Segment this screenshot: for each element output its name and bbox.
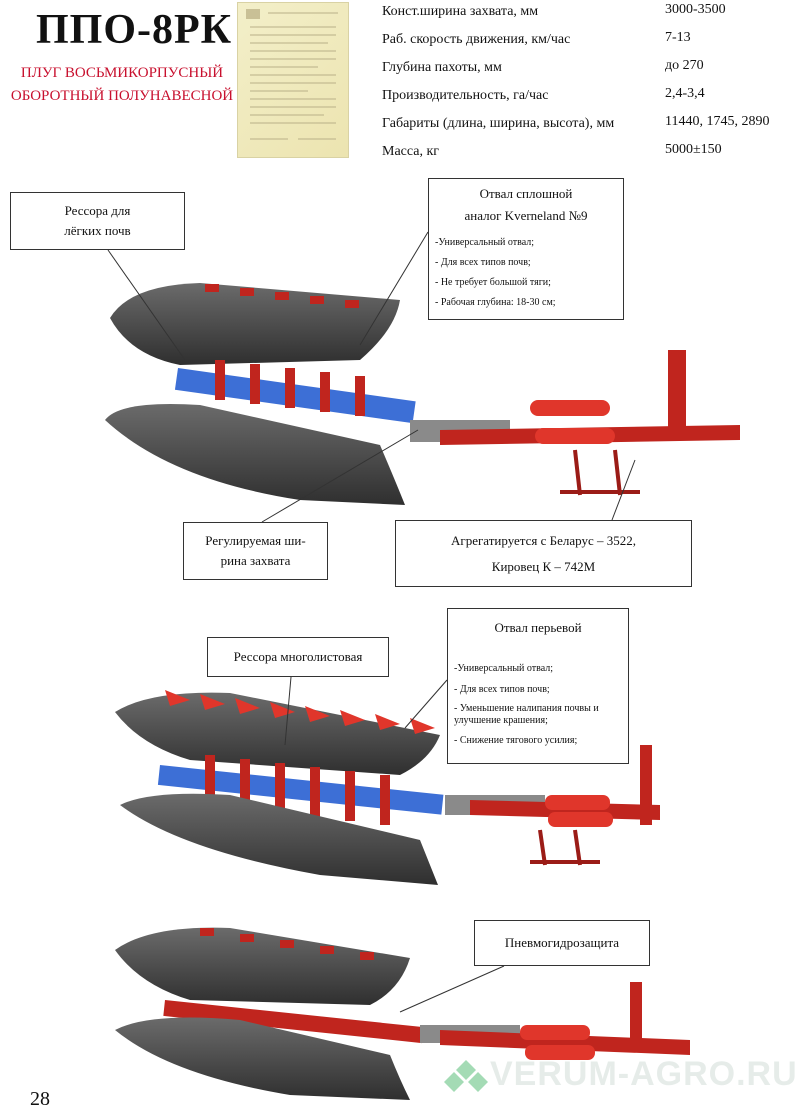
- list-item: -Универсальный отвал;: [454, 663, 554, 674]
- callout-spring-light-line1: Рессора для: [64, 203, 131, 218]
- spec-value: 11440, 1745, 2890: [665, 114, 770, 129]
- specs-table: Конст.ширина захвата, мм 3000-3500 Раб. …: [382, 2, 794, 170]
- list-item: - Снижение тягового усилия;: [454, 735, 578, 746]
- spec-label: Конст.ширина захвата, мм: [382, 4, 539, 19]
- spec-label: Раб. скорость движения, км/час: [382, 32, 571, 47]
- callout-adjustable-width-line2: рина захвата: [220, 553, 291, 568]
- page-title: ППО-8РК: [36, 7, 233, 53]
- spec-label: Масса, кг: [382, 144, 440, 159]
- spec-row: Масса, кг 5000±150: [382, 142, 794, 170]
- spec-label: Габариты (длина, ширина, высота), мм: [382, 116, 615, 131]
- spec-value: 5000±150: [665, 142, 722, 157]
- spec-label: Производительность, га/час: [382, 88, 549, 103]
- callout-leaf-spring-text: Рессора многолистовая: [233, 649, 363, 664]
- list-item: - Рабочая глубина: 18-30 см;: [435, 297, 556, 308]
- subtitle-line-1: ПЛУГ ВОСЬМИКОРПУСНЫЙ: [20, 65, 224, 81]
- callout-solid-moldboard-title: Отвал сплошной: [479, 186, 573, 201]
- spec-value: 7-13: [665, 30, 691, 45]
- certificate-lines: [246, 9, 338, 140]
- spec-value: до 270: [665, 58, 704, 73]
- spec-row: Конст.ширина захвата, мм 3000-3500: [382, 2, 794, 30]
- spec-row: Производительность, га/час 2,4-3,4: [382, 86, 794, 114]
- spec-row: Габариты (длина, ширина, высота), мм 114…: [382, 114, 794, 142]
- callout-feather-moldboard-title: Отвал перьевой: [494, 620, 582, 635]
- list-item: -Универсальный отвал;: [435, 237, 535, 248]
- subtitle-line-2: ОБОРОТНЫЙ ПОЛУНАВЕСНОЙ: [10, 88, 234, 104]
- page-subtitle: ПЛУГ ВОСЬМИКОРПУСНЫЙ ОБОРОТНЫЙ ПОЛУНАВЕС…: [10, 62, 234, 108]
- list-item: - Уменьшение налипания почвы и улучшение…: [454, 703, 599, 726]
- callout-pneumo-text: Пневмогидрозащита: [504, 935, 620, 950]
- callout-adjustable-width-line1: Регулируемая ши-: [205, 533, 306, 548]
- callout-tractor: Агрегатируется с Беларус – 3522, Кировец…: [395, 520, 692, 587]
- watermark-text: VERUM-AGRO.RU: [490, 1055, 798, 1093]
- callout-solid-moldboard: Отвал сплошной аналог Kverneland №9 -Уни…: [428, 178, 624, 320]
- plough-1-image: [105, 283, 740, 505]
- spec-value: 3000-3500: [665, 2, 726, 17]
- spec-row: Раб. скорость движения, км/час 7-13: [382, 30, 794, 58]
- certificate-image: [237, 2, 349, 158]
- callout-adjustable-width: Регулируемая ши- рина захвата: [183, 522, 328, 580]
- callout-pneumo: Пневмогидрозащита: [474, 920, 650, 966]
- callout-spring-light: Рессора для лёгких почв: [10, 192, 185, 250]
- list-item: - Для всех типов почв;: [454, 684, 550, 695]
- page-number: 28: [30, 1088, 50, 1110]
- callout-leaf-spring: Рессора многолистовая: [207, 637, 389, 677]
- callout-solid-moldboard-subtitle: аналог Kverneland №9: [464, 208, 588, 223]
- callout-spring-light-line2: лёгких почв: [64, 223, 131, 238]
- spec-label: Глубина пахоты, мм: [382, 60, 502, 75]
- list-item: - Не требует большой тяги;: [435, 277, 551, 288]
- spec-value: 2,4-3,4: [665, 86, 705, 101]
- list-item: - Для всех типов почв;: [435, 257, 531, 268]
- callout-tractor-line2: Кировец К – 742М: [491, 558, 596, 574]
- callout-tractor-line1: Агрегатируется с Беларус – 3522,: [450, 532, 637, 548]
- callout-feather-moldboard: Отвал перьевой -Универсальный отвал; - Д…: [447, 608, 629, 764]
- watermark-logo-icon: [444, 1060, 488, 1092]
- spec-row: Глубина пахоты, мм до 270: [382, 58, 794, 86]
